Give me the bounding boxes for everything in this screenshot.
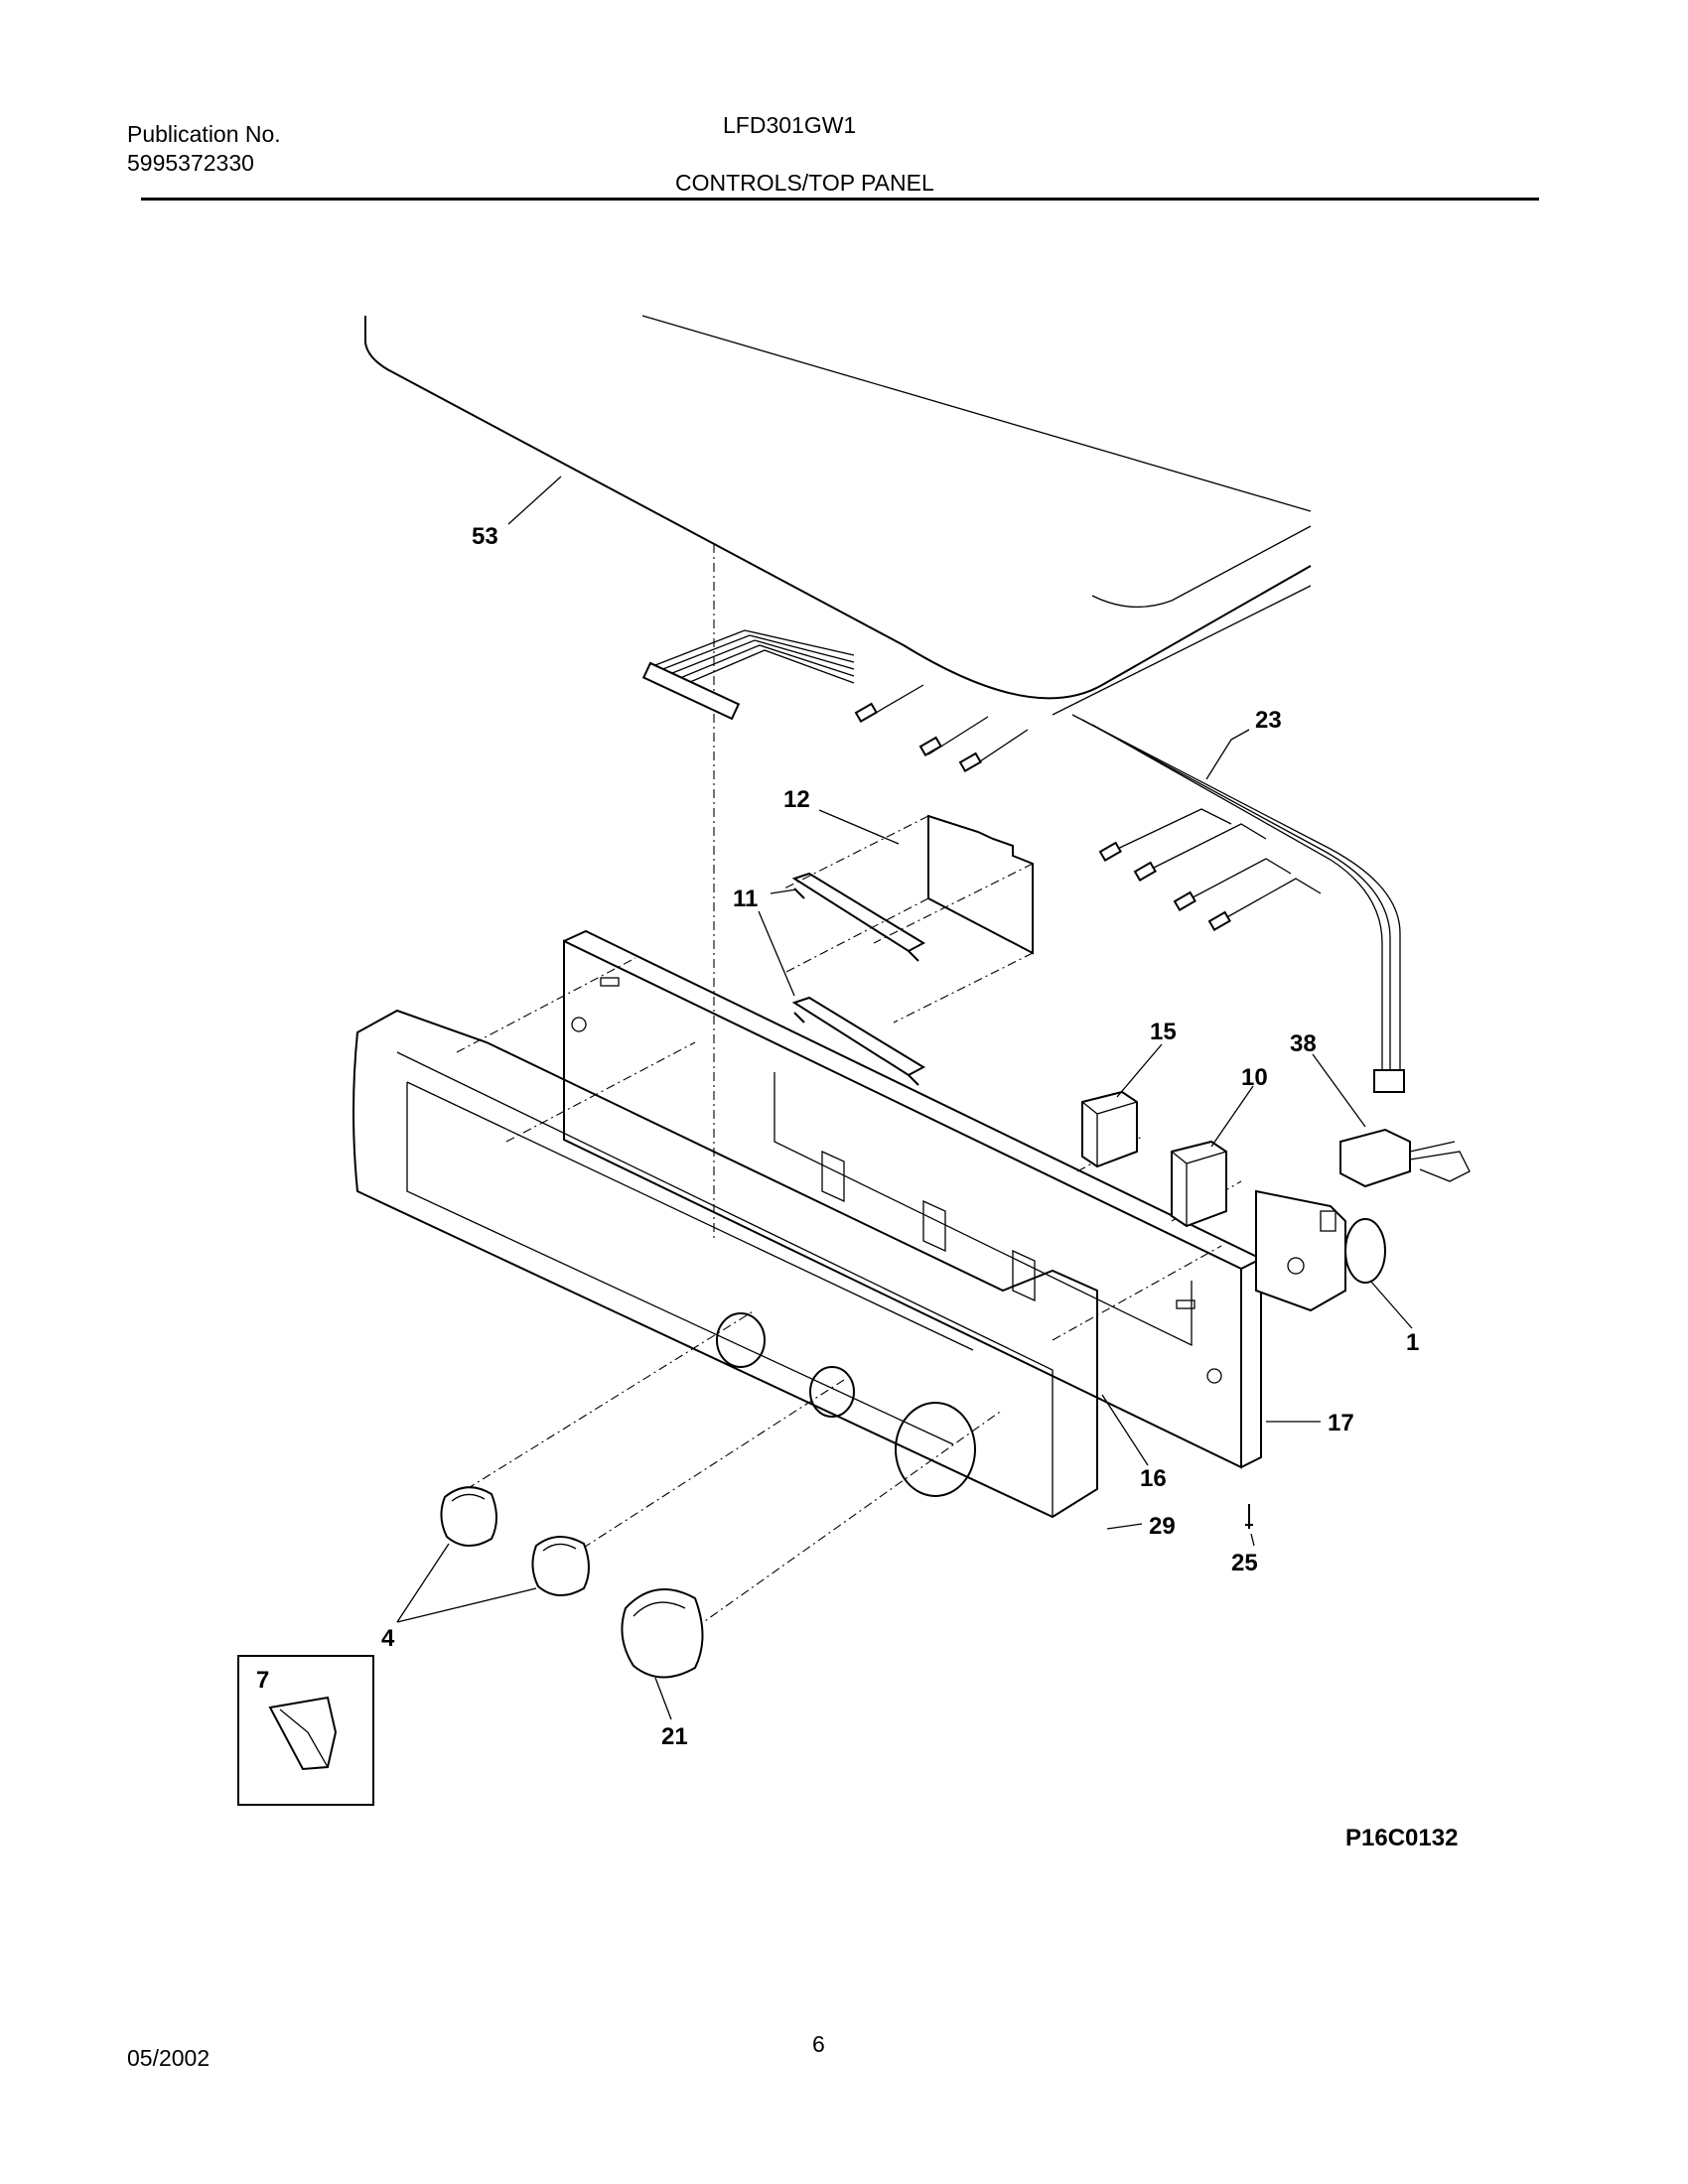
- callout-4: 4: [381, 1625, 395, 1652]
- callout-1: 1: [1406, 1329, 1419, 1356]
- callout-25: 25: [1231, 1550, 1258, 1576]
- publication-label: Publication No.: [127, 121, 281, 147]
- page-number: 6: [812, 2031, 825, 2057]
- wire-harness-connector: [641, 629, 855, 721]
- model-number: LFD301GW1: [723, 112, 857, 138]
- buzzer-38: [1339, 1128, 1471, 1188]
- header-rule: [141, 198, 1539, 201]
- screw-25: [1245, 1504, 1253, 1529]
- switch-15: [1081, 1090, 1138, 1168]
- control-console: [352, 1009, 1098, 1519]
- publication-number: 5995372330: [127, 150, 254, 176]
- knob-4-upper: [440, 1486, 497, 1547]
- callout-21: 21: [661, 1723, 688, 1750]
- wire-harness: [1071, 714, 1405, 1093]
- callout-11: 11: [733, 886, 758, 912]
- callout-12: 12: [783, 786, 810, 813]
- callout-23: 23: [1255, 707, 1282, 734]
- knob-21: [621, 1588, 704, 1679]
- footer-date: 05/2002: [127, 2045, 211, 2071]
- callout-38: 38: [1290, 1030, 1317, 1057]
- timer-1: [1255, 1189, 1386, 1312]
- callout-10: 10: [1241, 1064, 1268, 1091]
- switch-10: [1171, 1140, 1227, 1228]
- wire-terminals: [854, 684, 1029, 773]
- section-title: CONTROLS/TOP PANEL: [675, 170, 934, 196]
- control-panel-backing: [563, 929, 1264, 1469]
- inset-part-7: [237, 1655, 374, 1806]
- board-brackets: [791, 872, 926, 1086]
- top-panel: [364, 315, 1312, 716]
- figure-id: P16C0132: [1345, 1825, 1459, 1851]
- callout-17: 17: [1328, 1410, 1354, 1436]
- knob-4-lower: [531, 1536, 590, 1596]
- callout-16: 16: [1140, 1465, 1167, 1492]
- control-board: [783, 814, 1034, 1024]
- callout-53: 53: [472, 523, 498, 550]
- callout-labels: 53 23 12 11 15 38 10 1 17 16 25 29 4 21 …: [256, 523, 1419, 1750]
- callout-15: 15: [1150, 1019, 1177, 1045]
- callout-29: 29: [1149, 1513, 1176, 1540]
- callout-7: 7: [256, 1667, 269, 1694]
